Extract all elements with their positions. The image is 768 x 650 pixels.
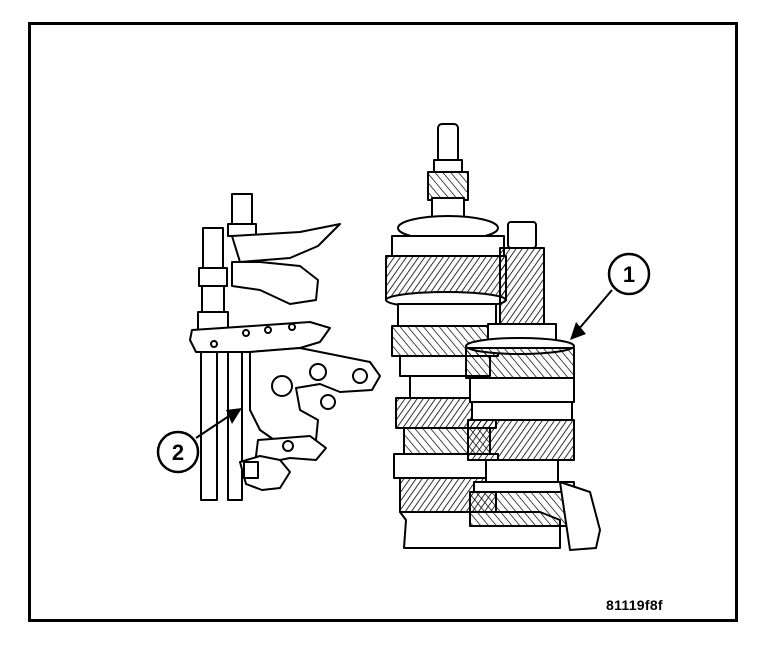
figure-frame: [28, 22, 738, 622]
callout-2-leader: [195, 413, 233, 439]
figure-id-label: 81119f8f: [606, 597, 663, 613]
callout-1-number: 1: [623, 262, 635, 287]
callout-2-number: 2: [172, 440, 184, 465]
countershaft-cluster-gear: [465, 221, 601, 551]
callout-2-arrowhead: [226, 408, 242, 424]
callout-1-bubble: 1: [607, 252, 651, 296]
callout-2-bubble: 2: [156, 430, 200, 474]
shift-fork-assembly: [189, 193, 381, 501]
callout-1-arrowhead: [570, 322, 586, 340]
callout-1-leader: [577, 289, 613, 331]
